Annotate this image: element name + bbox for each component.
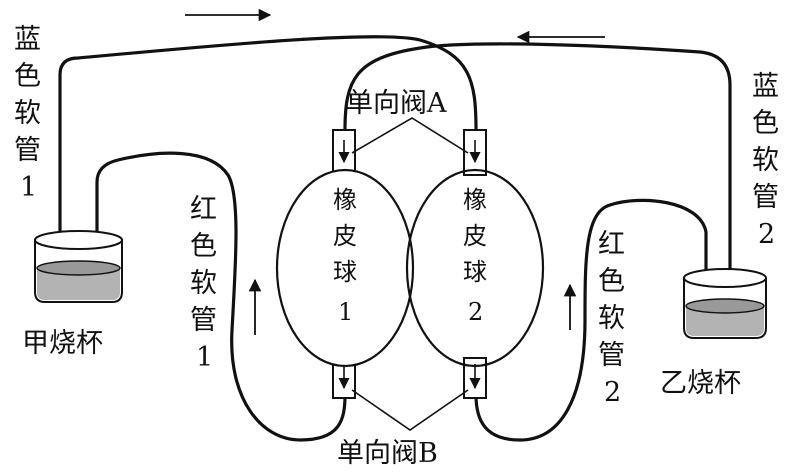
svg-text:皮: 皮 <box>333 222 357 250</box>
svg-text:管: 管 <box>598 340 625 371</box>
svg-text:色: 色 <box>190 231 217 262</box>
beaker-yi-liquid <box>686 306 764 336</box>
svg-text:蓝: 蓝 <box>14 24 41 55</box>
svg-text:管: 管 <box>752 182 779 213</box>
rubber-ball-1-label: 橡 皮 球 1 <box>333 186 357 326</box>
blue-tube-1-label: 蓝 色 软 管 1 <box>14 24 41 203</box>
beaker-jia-label: 甲烧杯 <box>22 328 103 359</box>
svg-text:红: 红 <box>598 229 625 260</box>
valve-a-pointer <box>351 117 469 154</box>
valve-b-label: 单向阀B <box>337 438 438 469</box>
blue-tube-1 <box>58 35 478 264</box>
rubber-ball-2 <box>405 168 545 368</box>
valve-b-pointer <box>351 389 469 431</box>
svg-text:2: 2 <box>604 377 621 408</box>
svg-text:1: 1 <box>20 172 37 203</box>
valve-a-right <box>463 129 487 176</box>
beaker-yi-label: 乙烧杯 <box>660 368 741 399</box>
svg-text:色: 色 <box>598 266 625 297</box>
svg-text:皮: 皮 <box>463 222 487 250</box>
red-tube-1-label: 红 色 软 管 1 <box>190 194 217 373</box>
valve-a-left <box>332 129 356 176</box>
svg-text:1: 1 <box>196 342 213 373</box>
valve-a-label: 单向阀A <box>346 88 447 119</box>
svg-text:2: 2 <box>758 219 775 250</box>
red-tube-2 <box>474 198 708 442</box>
beaker-yi <box>683 268 767 339</box>
valve-b-left <box>332 357 356 399</box>
svg-text:球: 球 <box>463 258 487 286</box>
red-tube-1 <box>95 151 347 442</box>
svg-text:1: 1 <box>338 298 353 326</box>
svg-text:橡: 橡 <box>333 186 357 214</box>
svg-text:红: 红 <box>190 194 217 225</box>
svg-text:球: 球 <box>333 258 357 286</box>
beaker-jia-liquid <box>37 268 120 300</box>
blue-tube-2 <box>343 42 732 274</box>
svg-text:软: 软 <box>752 145 779 176</box>
svg-text:管: 管 <box>14 135 41 166</box>
svg-text:软: 软 <box>598 303 625 334</box>
svg-text:橡: 橡 <box>463 186 487 214</box>
rubber-ball-2-label: 橡 皮 球 2 <box>463 186 487 326</box>
svg-text:2: 2 <box>468 298 483 326</box>
valve-b-right <box>463 357 487 399</box>
svg-text:软: 软 <box>14 98 41 129</box>
svg-text:色: 色 <box>14 61 41 92</box>
rubber-ball-1 <box>275 168 415 368</box>
red-tube-2-label: 红 色 软 管 2 <box>598 229 625 408</box>
svg-text:蓝: 蓝 <box>752 71 779 102</box>
blue-tube-2-label: 蓝 色 软 管 2 <box>752 71 779 250</box>
svg-text:色: 色 <box>752 108 779 139</box>
svg-text:软: 软 <box>190 268 217 299</box>
svg-text:管: 管 <box>190 305 217 336</box>
beaker-jia <box>34 230 123 303</box>
